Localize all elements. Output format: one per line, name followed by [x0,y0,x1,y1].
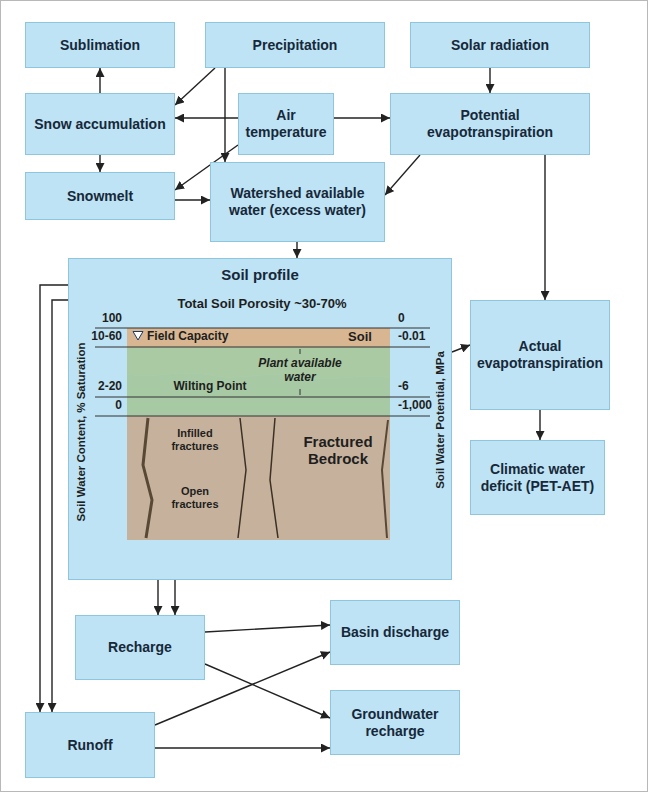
process-box: Runoff [25,712,155,778]
flow-arrow [452,345,470,352]
flow-arrow [489,68,490,93]
flow-arrow [52,300,68,712]
flow-arrow [175,199,210,200]
flow-arrow [205,664,330,718]
box-text: Actual evapotranspiration [477,338,603,372]
flow-arrow [385,155,420,195]
process-box: Sublimation [25,22,175,68]
box-text: Solar radiation [417,37,583,54]
flow-arrow [99,68,100,93]
flow-arrow [40,285,68,712]
flow-arrow [175,117,238,118]
process-box: Watershed available water (excess water) [210,162,385,242]
flow-arrow [224,68,225,162]
flow-arrow [539,410,540,440]
flow-arrow [175,68,215,105]
box-text: Watershed available water (excess water) [217,185,378,219]
box-text: Sublimation [32,37,168,54]
process-box: Actual evapotranspiration [470,300,610,410]
process-box: Potential evapotranspiration [390,93,590,155]
flow-arrow [155,747,330,748]
box-text: Soil profile [75,266,445,284]
process-box: Solar radiation [410,22,590,68]
flow-arrow [205,625,330,632]
soil-profile-panel: Soil profile [68,258,452,580]
box-text: Potential evapotranspiration [397,107,583,141]
box-text: Runoff [32,737,148,754]
flow-arrow [334,117,390,118]
box-text: Air temperature [245,107,327,141]
flow-arrow [296,242,297,258]
flow-arrow [157,580,158,615]
box-text: Groundwater recharge [337,706,453,740]
process-box: Climatic water deficit (PET-AET) [470,440,605,515]
flow-arrow [174,580,175,615]
flow-arrow [544,155,545,300]
box-text: Snow accumulation [32,116,168,133]
flow-arrow [99,155,100,172]
process-box: Precipitation [205,22,385,68]
box-text: Snowmelt [32,188,168,205]
process-box: Snowmelt [25,172,175,220]
process-box: Snow accumulation [25,93,175,155]
process-box: Groundwater recharge [330,690,460,755]
box-text: Recharge [82,639,198,656]
box-text: Precipitation [212,37,378,54]
box-text: Basin discharge [337,624,453,641]
process-box: Recharge [75,615,205,680]
process-box: Air temperature [238,93,334,155]
process-box: Basin discharge [330,600,460,665]
box-text: Climatic water deficit (PET-AET) [477,461,598,495]
